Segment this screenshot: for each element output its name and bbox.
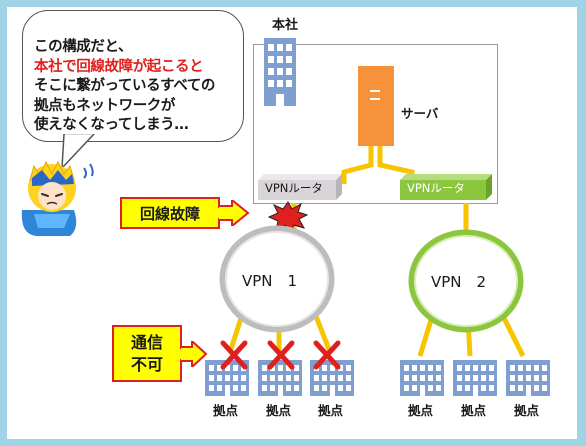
bubble-line-3: そこに繋がっているすべての [34,78,215,94]
branch-label: 拠点 [318,403,344,418]
comm-down-line-2: 不可 [130,354,163,374]
comm-down-line-1: 通信 [130,332,163,352]
red-x-icon [267,340,295,370]
speech-bubble-tail [61,134,96,170]
worried-character-icon [21,160,94,236]
red-x-icon [220,340,248,370]
link-server-router-1 [341,146,374,184]
fault-callout-arrow [218,200,250,226]
vpn-router-1-icon [258,174,342,200]
bubble-line-1: この構成だと、 [34,39,133,55]
vpn-2-ring-inner [414,235,518,327]
comm-down-callout: 通信 不可 [112,325,182,382]
vpn-2-ring [408,229,524,333]
vpn-router-2-label: VPNルータ [407,181,465,195]
branch-label: 拠点 [514,403,540,418]
red-x-icon [313,340,341,370]
speech-bubble-text: この構成だと、 本社で回線故障が起こると そこに繋がっているすべての 拠点もネッ… [34,38,234,136]
bubble-line-2: 本社で回線故障が起こると [34,58,204,75]
bubble-line-4: 拠点もネットワークが [34,97,175,114]
server-tower-icon [358,66,394,146]
headquarters-building-icon [264,38,296,106]
vpn-router-2-icon [400,174,492,200]
fault-callout-label: 回線故障 [139,204,200,223]
branch-label: 拠点 [461,403,487,418]
speech-bubble [22,10,244,142]
vpn-router-1-label: VPNルータ [265,181,323,195]
server-label: サーバ [401,106,439,121]
branch-label: 拠点 [266,403,292,418]
vpn-1-ring-inner [225,231,329,327]
vpn-1-ring [219,225,335,333]
comm-down-arrow [180,341,208,367]
headquarters-label: 本社 [272,18,299,33]
vpn-2-label: VPN 2 [431,273,487,291]
fault-callout: 回線故障 [120,197,220,229]
bubble-line-5: 使えなくなってしまう… [34,117,189,133]
vpn-1-label: VPN 1 [242,272,298,290]
branch-label: 拠点 [213,403,239,418]
branch-label: 拠点 [408,403,434,418]
